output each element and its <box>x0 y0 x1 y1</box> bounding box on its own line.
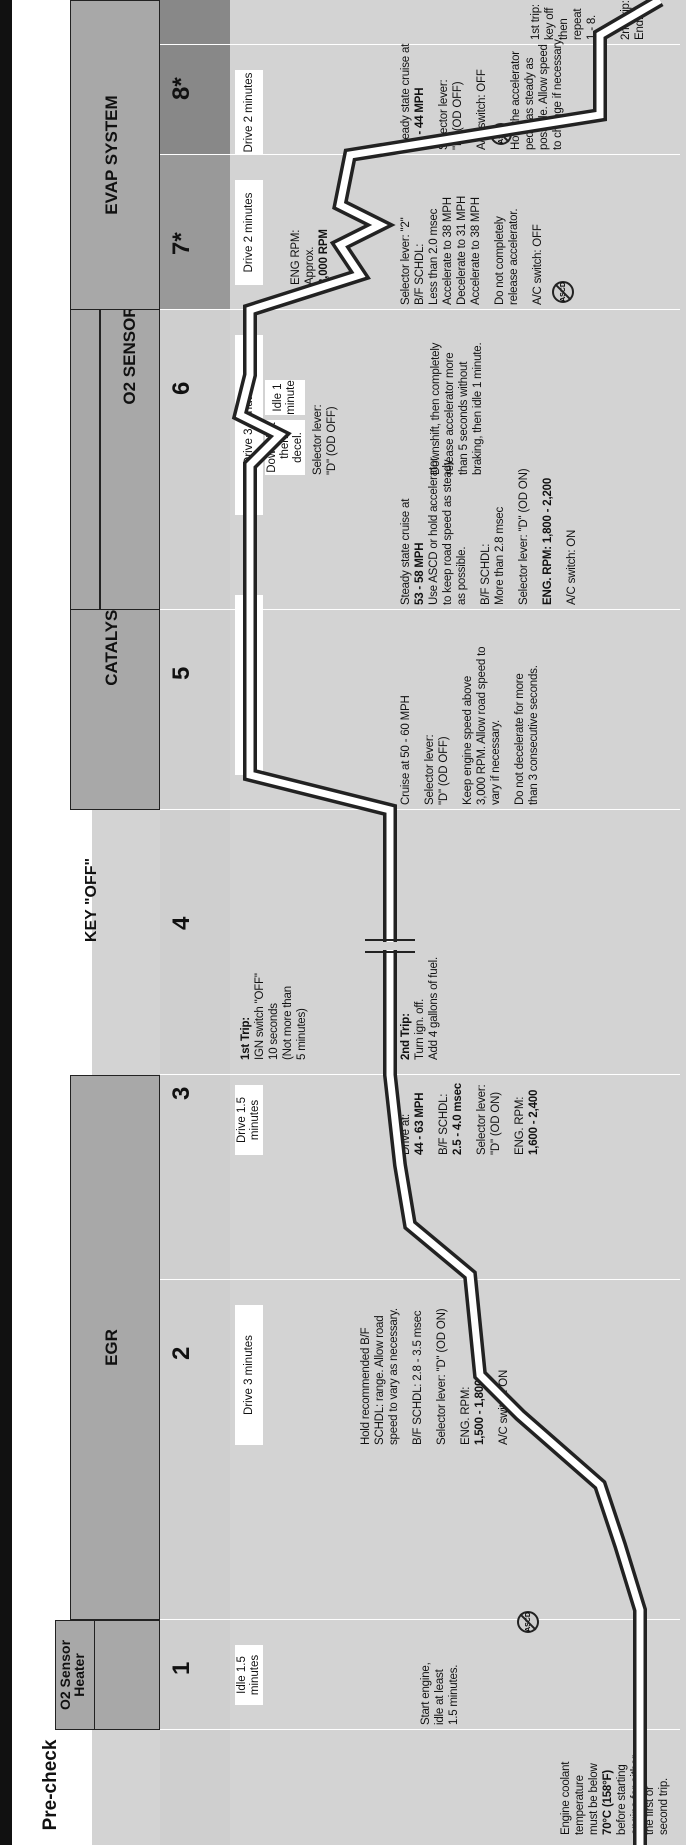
key-off-gap <box>370 942 410 950</box>
path-inner <box>235 0 662 1845</box>
path-outer <box>231 0 664 1845</box>
